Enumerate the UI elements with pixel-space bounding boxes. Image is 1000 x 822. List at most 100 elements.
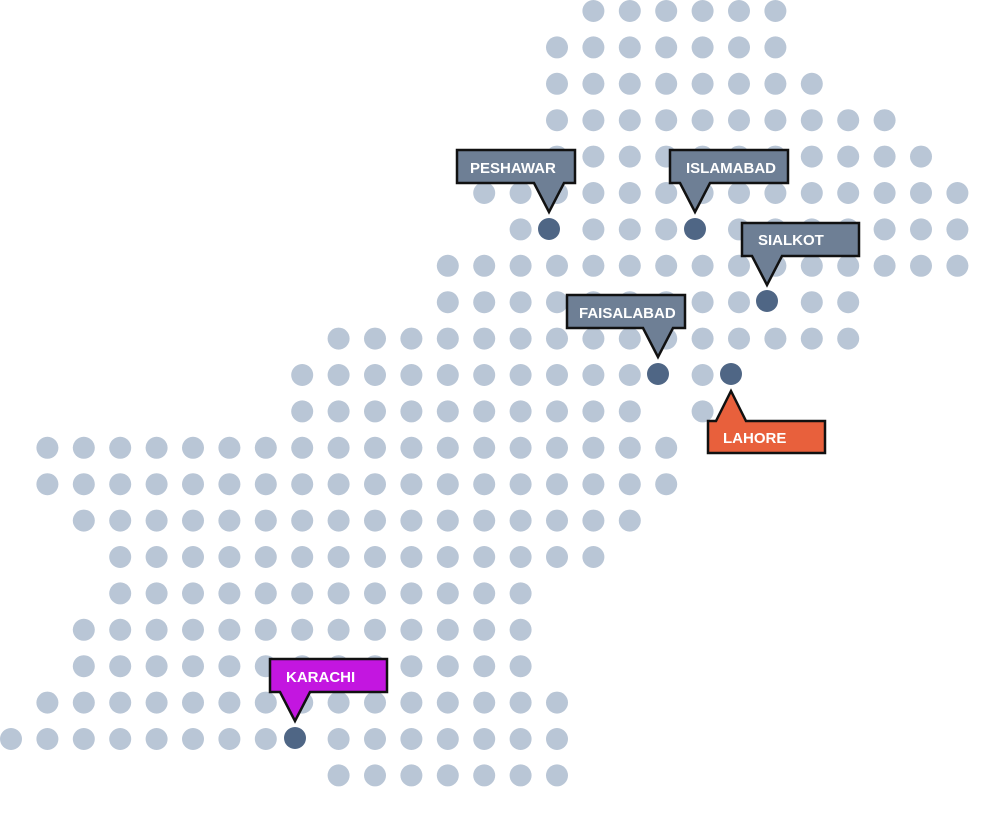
- city-marker-islamabad[interactable]: ISLAMABAD: [668, 148, 790, 240]
- map-dot: [72, 655, 95, 678]
- map-dot: [254, 582, 277, 605]
- map-dot: [400, 655, 423, 678]
- map-dot: [728, 327, 750, 350]
- map-dot: [655, 473, 678, 496]
- map-dot: [473, 618, 496, 641]
- map-dot: [327, 436, 350, 459]
- map-dot: [182, 618, 204, 641]
- map-dot: [764, 109, 787, 132]
- map-dot: [254, 473, 277, 496]
- map-dot: [873, 109, 896, 132]
- map-dot: [582, 509, 605, 532]
- map-dot: [436, 254, 459, 277]
- map-dot: [473, 691, 496, 714]
- map-dot: [655, 254, 678, 277]
- map-dot: [582, 145, 605, 168]
- map-dot: [182, 546, 204, 568]
- map-dot: [582, 400, 605, 423]
- map-dot: [72, 691, 95, 714]
- map-dot: [436, 655, 459, 678]
- map-dot: [182, 655, 204, 678]
- city-dot-sialkot[interactable]: [756, 290, 778, 312]
- map-dot: [436, 618, 459, 641]
- map-dot: [109, 618, 132, 641]
- city-dot-karachi[interactable]: [284, 727, 306, 749]
- map-dot: [873, 182, 896, 204]
- map-dot: [400, 582, 423, 605]
- map-dot: [436, 327, 459, 350]
- map-dot: [509, 436, 532, 459]
- city-dot-faisalabad[interactable]: [647, 363, 669, 385]
- city-dot-lahore[interactable]: [720, 363, 742, 385]
- map-dot: [218, 436, 241, 459]
- map-dot: [800, 109, 823, 132]
- map-dot: [436, 400, 459, 423]
- map-dot: [764, 327, 787, 350]
- city-marker-karachi[interactable]: KARACHI: [268, 657, 389, 749]
- map-dot: [800, 254, 823, 277]
- map-dot: [109, 473, 132, 496]
- city-marker-faisalabad[interactable]: FAISALABAD: [565, 293, 687, 385]
- map-dot: [655, 0, 678, 22]
- map-dot: [691, 36, 714, 59]
- map-dot: [327, 364, 350, 386]
- city-dot-islamabad[interactable]: [684, 218, 706, 240]
- map-dot: [218, 618, 241, 641]
- map-dot: [800, 182, 823, 204]
- map-dot: [509, 618, 532, 641]
- city-dot-peshawar[interactable]: [538, 218, 560, 240]
- map-dot: [400, 327, 423, 350]
- map-dot: [582, 546, 605, 568]
- map-dot: [218, 691, 241, 714]
- map-dot: [218, 655, 241, 678]
- map-dot: [473, 254, 496, 277]
- map-dot: [72, 473, 95, 496]
- map-dot: [291, 473, 314, 496]
- map-dot: [910, 254, 932, 277]
- map-dot: [728, 109, 750, 132]
- city-marker-lahore[interactable]: LAHORE: [706, 363, 827, 455]
- label-box-peshawar: [455, 148, 577, 215]
- map-dot: [291, 546, 314, 568]
- map-dot: [546, 473, 568, 496]
- map-dot: [837, 291, 860, 314]
- map-dot: [400, 618, 423, 641]
- map-dot: [764, 0, 787, 22]
- label-box-islamabad: [668, 148, 790, 215]
- map-dot: [691, 327, 714, 350]
- map-dot: [145, 655, 168, 678]
- map-dot: [109, 691, 132, 714]
- map-dot: [327, 400, 350, 423]
- map-dot: [546, 254, 568, 277]
- map-dot: [436, 546, 459, 568]
- map-dot: [873, 218, 896, 241]
- map-dot: [509, 400, 532, 423]
- map-dot: [691, 400, 714, 423]
- city-marker-peshawar[interactable]: PESHAWAR: [455, 148, 577, 240]
- map-dot: [72, 618, 95, 641]
- map-dot: [473, 546, 496, 568]
- map-dot: [327, 327, 350, 350]
- map-dot: [72, 509, 95, 532]
- map-dot: [364, 473, 386, 496]
- map-dot: [655, 182, 678, 204]
- map-dot: [145, 473, 168, 496]
- map-dot: [473, 728, 496, 750]
- map-dot: [546, 364, 568, 386]
- map-dot: [618, 254, 641, 277]
- map-dot: [618, 327, 641, 350]
- map-dot: [473, 509, 496, 532]
- city-marker-sialkot[interactable]: SIALKOT: [740, 221, 861, 312]
- map-dot: [72, 728, 95, 750]
- map-dot: [364, 764, 386, 787]
- map-dot: [400, 728, 423, 750]
- label-box-karachi: [268, 657, 389, 724]
- map-dot: [509, 691, 532, 714]
- map-dot: [291, 364, 314, 386]
- map-dot: [364, 728, 386, 750]
- map-dot: [691, 254, 714, 277]
- map-dot: [582, 109, 605, 132]
- map-dot: [473, 582, 496, 605]
- map-dot: [582, 182, 605, 204]
- map-dot: [509, 218, 532, 241]
